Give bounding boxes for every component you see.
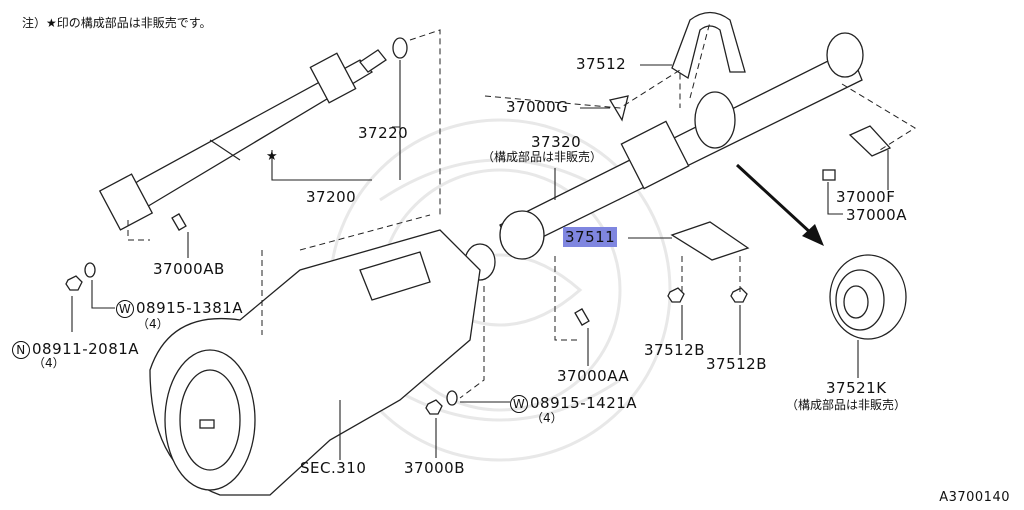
label-37320[interactable]: 37320: [531, 133, 582, 151]
label-37000A[interactable]: 37000A: [846, 206, 907, 224]
label-37000AB[interactable]: 37000AB: [153, 260, 225, 278]
washer-08915-1421A: [446, 390, 458, 406]
note-text: 注）★印の構成部品は非販売です。: [22, 16, 212, 30]
detail-arrow: [735, 163, 824, 246]
label-37512B-right[interactable]: 37512B: [706, 355, 768, 373]
center-bearing-bracket-top: [671, 11, 746, 80]
label-08915-1421A-qty: （4）: [531, 411, 563, 425]
nut-37512B-2: [730, 287, 748, 303]
center-bearing-bracket: [670, 221, 750, 261]
dashed-reference-lines: [127, 21, 916, 399]
label-37320-note: （構成部品は非販売）: [482, 150, 603, 164]
label-37512[interactable]: 37512: [576, 55, 627, 73]
label-37000F[interactable]: 37000F: [836, 188, 896, 206]
leader-lines: [71, 60, 889, 460]
transmission-assembly: [149, 229, 481, 496]
figure-id: A3700140: [939, 490, 1010, 505]
washer-symbol: W: [116, 300, 134, 318]
washer-symbol-2: W: [510, 395, 528, 413]
label-37000G[interactable]: 37000G: [506, 98, 569, 116]
bolt-37000A: [822, 169, 836, 181]
label-08915-1421A-text: 08915-1421A: [530, 394, 638, 412]
nut-37512B-1: [667, 287, 685, 303]
bolt-37000AA: [574, 308, 590, 326]
nut-08911: [65, 275, 83, 291]
label-08915-1381A-qty: （4）: [137, 317, 169, 331]
washer-08915-1381A: [84, 262, 96, 278]
star-mark: ★: [266, 149, 278, 164]
label-08911-2081A-qty: （4）: [33, 356, 65, 370]
bolt-37000AB: [171, 213, 187, 231]
cap-37220: [392, 37, 408, 59]
front-propeller-shaft: [98, 49, 387, 231]
label-37521K-note: （構成部品は非販売）: [786, 398, 907, 412]
label-sec310[interactable]: SEC.310: [300, 459, 367, 477]
label-37511-highlight[interactable]: 37511: [563, 227, 618, 247]
bracket-37000F: [848, 125, 892, 157]
label-37000AA[interactable]: 37000AA: [557, 367, 630, 385]
nut-symbol: N: [12, 341, 30, 359]
label-37511[interactable]: 37511: [563, 227, 618, 247]
center-bearing-37521K: [829, 254, 907, 340]
label-37521K[interactable]: 37521K: [826, 379, 887, 397]
nut-37000B: [425, 399, 443, 415]
label-08911-2081A-text: 08911-2081A: [32, 340, 140, 358]
label-37200[interactable]: 37200: [306, 188, 357, 206]
label-37512B-left[interactable]: 37512B: [644, 341, 706, 359]
label-37000B[interactable]: 37000B: [404, 459, 466, 477]
label-37220[interactable]: 37220: [358, 124, 409, 142]
label-08915-1381A-text: 08915-1381A: [136, 299, 244, 317]
